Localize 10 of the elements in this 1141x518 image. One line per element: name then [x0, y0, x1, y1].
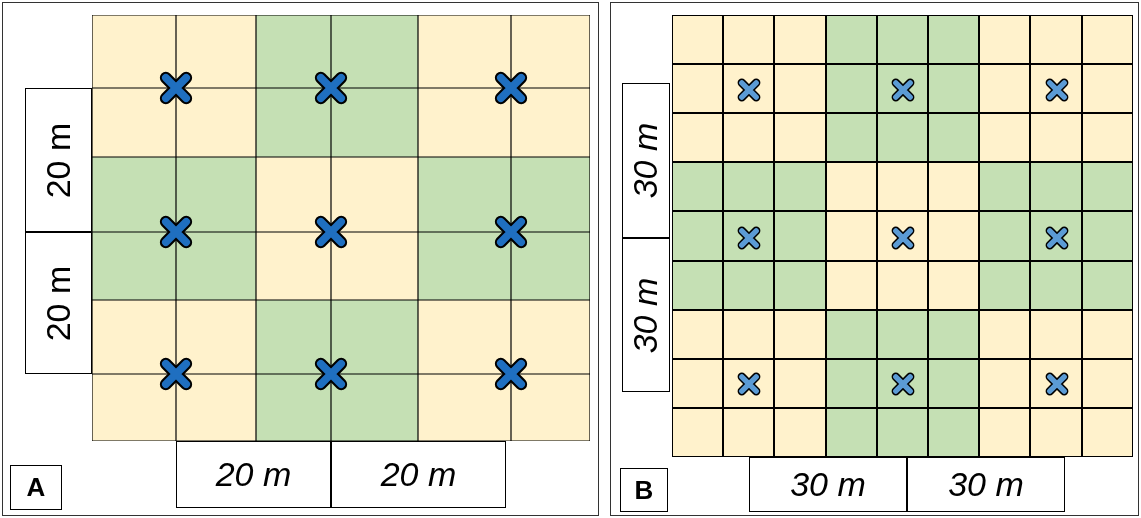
dimension-label: 20 m: [25, 88, 92, 232]
dimension-label: 20 m: [176, 441, 331, 508]
panel-letter: B: [620, 468, 668, 512]
panel-letter: A: [10, 465, 62, 510]
dimension-label: 30 m: [907, 457, 1065, 512]
dimension-label: 20 m: [25, 232, 92, 374]
dimension-label: 30 m: [749, 457, 907, 512]
dimension-label: 20 m: [331, 441, 506, 508]
dimension-label: 30 m: [622, 83, 670, 238]
dimension-label: 30 m: [622, 238, 670, 392]
